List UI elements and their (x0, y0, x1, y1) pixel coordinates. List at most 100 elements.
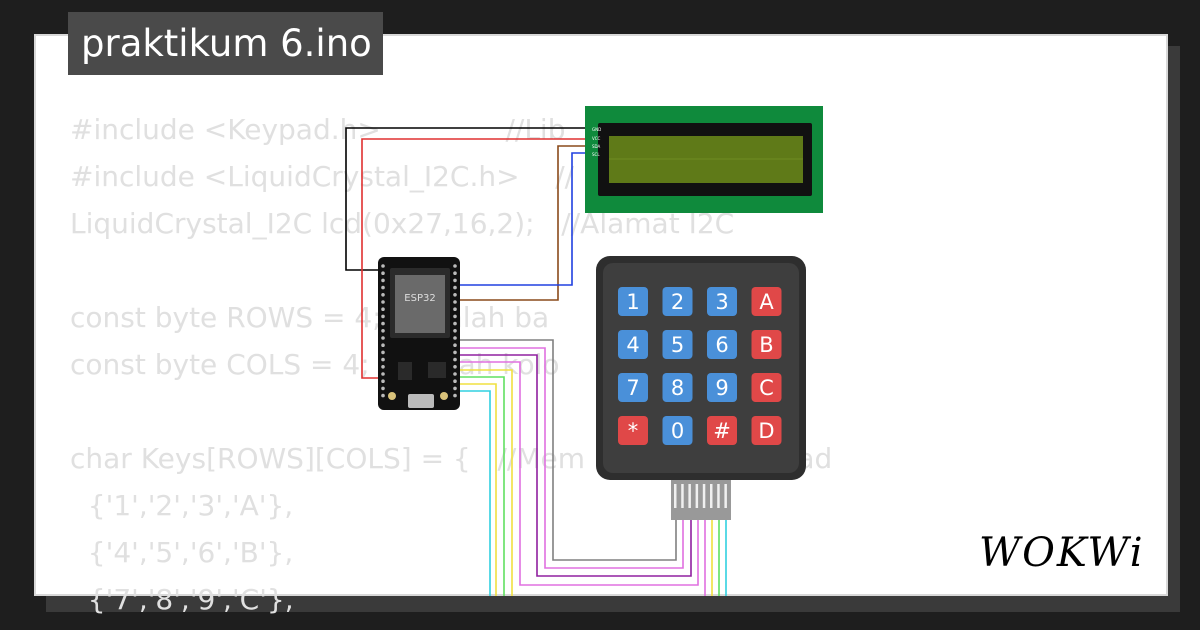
esp32-pin[interactable] (381, 372, 385, 376)
keypad-key[interactable]: 6 (707, 330, 737, 359)
usb-port (408, 394, 434, 408)
esp32-pin[interactable] (453, 379, 457, 384)
keypad-key-label: 4 (626, 333, 639, 357)
esp32-pin[interactable] (381, 343, 385, 348)
code-line: {'1','2','3','A'}, (70, 489, 294, 522)
code-line: LiquidCrystal_I2C lcd(0x27,16,2); //Alam… (70, 207, 735, 240)
keypad-pin[interactable] (674, 484, 677, 508)
keypad-key[interactable]: # (707, 416, 737, 445)
esp32-pin[interactable] (453, 350, 457, 355)
keypad-pin[interactable] (702, 484, 706, 508)
esp32-pin[interactable] (453, 321, 457, 326)
esp32-pin[interactable] (381, 321, 385, 326)
esp32-pin[interactable] (453, 278, 457, 283)
keypad-pin[interactable] (710, 484, 713, 508)
esp32-pin[interactable] (381, 271, 385, 276)
esp32-pin[interactable] (381, 379, 385, 384)
esp32-pin[interactable] (381, 329, 385, 333)
esp32-pin[interactable] (381, 314, 385, 319)
keypad-key-label: * (628, 419, 639, 443)
esp32-board[interactable]: ESP32 (378, 257, 460, 410)
keypad-key-label: 0 (671, 419, 684, 443)
esp32-pin[interactable] (453, 271, 457, 276)
esp32-pin[interactable] (381, 285, 385, 290)
scl-wire (460, 152, 590, 286)
keypad-pin[interactable] (688, 484, 691, 508)
keypad-key[interactable]: D (751, 416, 782, 445)
keypad-pin[interactable] (681, 484, 684, 508)
esp32-pin[interactable] (453, 372, 457, 376)
keypad-key-label: C (759, 376, 774, 400)
esp32-pin[interactable] (453, 386, 457, 391)
keypad-key-label: 6 (715, 333, 728, 357)
code-line: {'7','8','9','C'}, (70, 583, 294, 616)
esp32-pin[interactable] (453, 393, 457, 398)
keypad-key[interactable]: 3 (707, 287, 737, 316)
keypad-key[interactable]: 1 (618, 287, 648, 316)
lcd-display[interactable]: GND VCC SDA SCL (585, 106, 823, 213)
keypad-wires[interactable] (460, 339, 727, 596)
keypad-ribbon (671, 480, 731, 520)
keypad-key[interactable]: 5 (662, 330, 693, 359)
keypad-key[interactable]: * (618, 416, 648, 445)
keypad-key[interactable]: 7 (618, 373, 648, 402)
keypad-key[interactable]: B (751, 330, 782, 359)
esp32-pin[interactable] (453, 264, 457, 268)
esp32-pin[interactable] (381, 307, 385, 312)
esp32-pin[interactable] (381, 350, 385, 355)
code-line: char Keys[ROWS][COLS] = { //Mem ypad (70, 442, 833, 475)
esp32-pin[interactable] (453, 343, 457, 348)
esp32-pin[interactable] (381, 336, 385, 340)
keypad-key-label: 7 (626, 376, 639, 400)
keypad-key[interactable]: C (751, 373, 782, 402)
i2c-wires[interactable] (345, 127, 590, 379)
sda-wire (460, 145, 590, 301)
esp32-pin[interactable] (381, 293, 385, 297)
keypad-key-label: 9 (715, 376, 728, 400)
wokwi-logo-text: WOKWi (979, 530, 1145, 576)
vcc-wire (361, 138, 590, 379)
gnd-wire (345, 127, 590, 271)
keypad-key[interactable]: 4 (618, 330, 648, 359)
keypad-key[interactable]: 8 (662, 373, 693, 402)
esp32-pin[interactable] (453, 365, 457, 369)
esp32-pin[interactable] (381, 264, 385, 268)
esp32-pin[interactable] (381, 386, 385, 391)
keypad-key-label: # (713, 419, 731, 443)
keypad-key-label: 5 (671, 333, 684, 357)
esp32-pin[interactable] (381, 357, 385, 362)
esp32-pin[interactable] (381, 393, 385, 398)
esp32-pin[interactable] (381, 365, 385, 369)
code-line: {'4','5','6','B'}, (70, 536, 294, 569)
keypad-pin[interactable] (695, 484, 699, 508)
esp32-pin[interactable] (381, 300, 385, 304)
wokwi-logo: WOKWi (979, 530, 1145, 576)
keypad-key-label: 1 (626, 290, 639, 314)
esp32-pin[interactable] (453, 314, 457, 319)
keypad-key[interactable]: 2 (662, 287, 693, 316)
esp32-pin[interactable] (453, 307, 457, 312)
code-line: #include <Keypad.h> //Lib (70, 113, 566, 146)
keypad-key-label: A (759, 290, 774, 314)
keypad-pin[interactable] (717, 484, 720, 508)
lcd-pin-vcc: VCC (592, 136, 601, 141)
esp32-pin[interactable] (381, 278, 385, 283)
lcd-pin-scl: SCL (592, 152, 600, 157)
esp32-pin[interactable] (453, 285, 457, 290)
esp32-pin[interactable] (453, 329, 457, 333)
esp32-pin[interactable] (453, 300, 457, 304)
esp32-pin[interactable] (453, 336, 457, 340)
keypad-key-label: 8 (671, 376, 684, 400)
keypad-key[interactable]: A (751, 287, 782, 316)
lcd-pin-sda: SDA (592, 144, 601, 149)
project-title: praktikum 6.ino (68, 12, 383, 75)
esp32-pin[interactable] (453, 357, 457, 362)
esp32-pin[interactable] (453, 293, 457, 297)
keypad-pin[interactable] (724, 484, 727, 508)
esp32-chip-label: ESP32 (404, 293, 435, 304)
keypad-key[interactable]: 0 (662, 416, 693, 445)
keypad-key[interactable]: 9 (707, 373, 737, 402)
keypad-key-label: B (759, 333, 773, 357)
